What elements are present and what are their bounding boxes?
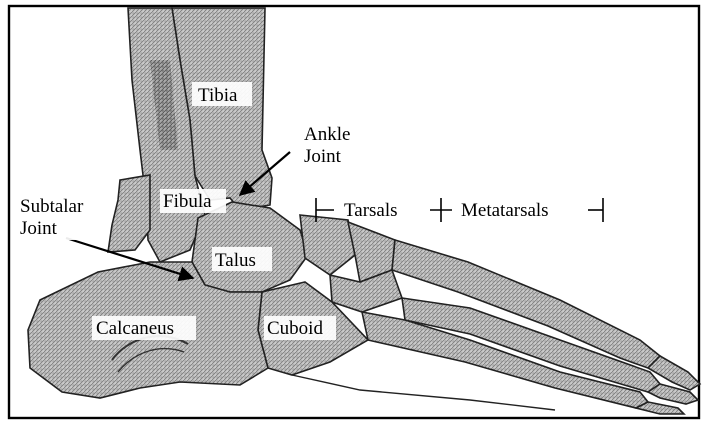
label-calcaneus-group: Calcaneus xyxy=(92,316,196,340)
label-talus: Talus xyxy=(215,250,256,271)
label-tibia: Tibia xyxy=(198,85,238,106)
label-talus-group: Talus xyxy=(212,247,272,271)
label-cuboid-group: Cuboid xyxy=(264,316,336,340)
label-ankle-joint-line1: Ankle xyxy=(304,124,350,145)
toe-3 xyxy=(636,402,684,414)
label-metatarsals: Metatarsals xyxy=(461,200,549,221)
label-tarsals: Tarsals xyxy=(344,200,398,221)
label-ankle-joint-line2: Joint xyxy=(304,146,342,167)
label-subtalar-joint-group: Subtalar Joint xyxy=(18,194,104,240)
navicular-bone xyxy=(300,215,355,275)
label-subtalar-line2: Joint xyxy=(20,218,58,239)
label-fibula: Fibula xyxy=(163,191,212,212)
label-fibula-group: Fibula xyxy=(160,189,226,213)
label-calcaneus: Calcaneus xyxy=(96,318,174,339)
label-cuboid: Cuboid xyxy=(267,318,323,339)
posterior-tarsal xyxy=(108,175,150,252)
label-ankle-joint-group: Ankle Joint xyxy=(300,122,352,167)
label-tibia-group: Tibia xyxy=(192,82,252,106)
label-subtalar-line1: Subtalar xyxy=(20,196,84,217)
midfoot-line xyxy=(292,375,555,410)
